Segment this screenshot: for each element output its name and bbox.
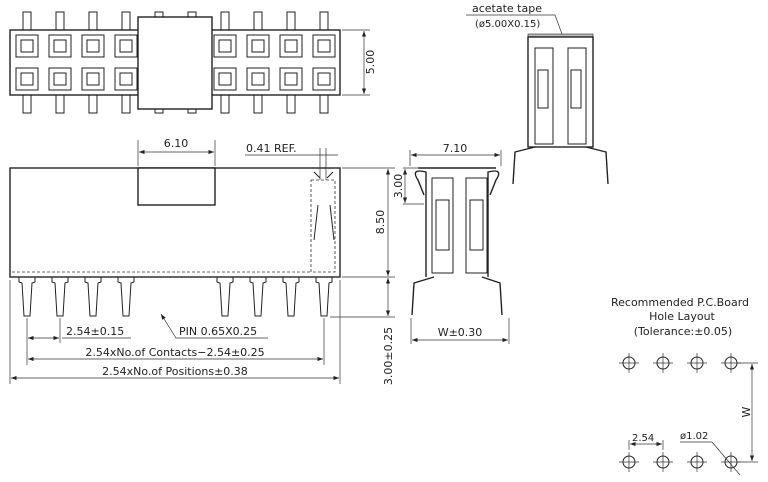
contact-cavity-inner bbox=[53, 39, 67, 53]
pin-top bbox=[121, 11, 131, 31]
pcb-hole-dim: ø1.02 bbox=[680, 431, 708, 442]
positions-dim-label: 2.54xNo.of Positions±0.38 bbox=[102, 365, 248, 378]
pin-top bbox=[319, 11, 329, 31]
contact-cavity bbox=[312, 67, 336, 91]
contact-cavity bbox=[15, 67, 39, 91]
contact-cavity bbox=[48, 34, 72, 58]
pcb-row-dim: W bbox=[740, 406, 753, 417]
contacts-dim-label: 2.54xNo.of Contacts−2.54±0.25 bbox=[85, 346, 264, 359]
contact-cavity bbox=[246, 34, 270, 58]
pcb-tolerance: (Tolerance:±0.05) bbox=[634, 325, 732, 338]
contact-cavity-inner bbox=[53, 72, 67, 86]
hole-centerline bbox=[653, 452, 673, 472]
front-view: 6.10 0.41 REF. 8.50 3.00±0.25 2.54±0.15 … bbox=[9, 137, 395, 385]
pin-top bbox=[55, 11, 65, 31]
hole-centerline bbox=[619, 452, 639, 472]
cap-dim-label: 3.00 bbox=[392, 174, 405, 199]
contact-cavity-inner bbox=[20, 39, 34, 53]
contact-cavity bbox=[81, 34, 105, 58]
pin bbox=[282, 277, 300, 317]
pin-bottom bbox=[253, 94, 263, 114]
side-view: 7.10 3.00 W±0.30 bbox=[392, 142, 510, 344]
pin bbox=[18, 277, 36, 317]
contact-cavity-inner bbox=[86, 39, 100, 53]
pin-top bbox=[220, 11, 230, 31]
pin-top bbox=[22, 11, 32, 31]
contact-cavity bbox=[279, 67, 303, 91]
hole-centerline bbox=[687, 452, 707, 472]
pin bbox=[117, 277, 135, 317]
tape-view: acetate tape (ø5.00X0.15) bbox=[466, 2, 609, 185]
contact-cavity-inner bbox=[86, 72, 100, 86]
pin bbox=[216, 277, 234, 317]
pin-callout-label: PIN 0.65X0.25 bbox=[179, 325, 257, 338]
contact-cavity bbox=[213, 34, 237, 58]
contact-cavity-inner bbox=[317, 72, 331, 86]
pin-bottom bbox=[121, 94, 131, 114]
contact-cavity bbox=[279, 34, 303, 58]
pin bbox=[249, 277, 267, 317]
pick-cap bbox=[137, 16, 213, 110]
hole-centerline bbox=[619, 353, 639, 373]
pin bbox=[51, 277, 69, 317]
window-dim-label: 6.10 bbox=[164, 137, 189, 150]
contact-cavity-inner bbox=[251, 72, 265, 86]
height-dim-label: 8.50 bbox=[374, 210, 387, 235]
contact-cavity-inner bbox=[317, 39, 331, 53]
tape-spec: (ø5.00X0.15) bbox=[475, 19, 540, 30]
contact-cavity bbox=[48, 67, 72, 91]
hole-centerline bbox=[687, 353, 707, 373]
pin-bottom bbox=[55, 94, 65, 114]
contact-cavity bbox=[114, 67, 138, 91]
contact-cavity-inner bbox=[218, 39, 232, 53]
pin-bottom bbox=[319, 94, 329, 114]
contact-cavity-inner bbox=[218, 72, 232, 86]
ref-dim-label: 0.41 REF. bbox=[246, 142, 297, 155]
hole-centerline bbox=[653, 353, 673, 373]
pin bbox=[315, 277, 333, 317]
pcb-pitch-dim: 2.54 bbox=[632, 433, 654, 444]
contact-cavity-inner bbox=[284, 72, 298, 86]
contact-cavity bbox=[114, 34, 138, 58]
contact-cavity bbox=[312, 34, 336, 58]
pin-top bbox=[88, 11, 98, 31]
contact-cavity-inner bbox=[119, 39, 133, 53]
contact-cavity bbox=[246, 67, 270, 91]
hole-centerline bbox=[721, 353, 741, 373]
top-view: 5.00 bbox=[9, 11, 377, 114]
tape-label: acetate tape bbox=[472, 2, 542, 15]
contact-cavity bbox=[213, 67, 237, 91]
pcb-title-line1: Recommended P.C.Board bbox=[611, 296, 749, 309]
contact-cavity-inner bbox=[119, 72, 133, 86]
pcb-hole-layout: Recommended P.C.Board Hole Layout (Toler… bbox=[611, 296, 758, 476]
pin-bottom bbox=[22, 94, 32, 114]
pin-top bbox=[286, 11, 296, 31]
pitch-dim-label: 2.54±0.15 bbox=[66, 325, 124, 338]
pin-bottom bbox=[220, 94, 230, 114]
pin-bottom bbox=[88, 94, 98, 114]
pin-bottom bbox=[286, 94, 296, 114]
pin bbox=[84, 277, 102, 317]
contact-cavity-inner bbox=[251, 39, 265, 53]
contact-cavity bbox=[81, 67, 105, 91]
pcb-title-line2: Hole Layout bbox=[649, 310, 715, 323]
contact-cavity bbox=[15, 34, 39, 58]
hole-centerline bbox=[721, 452, 741, 472]
contact-cavity-inner bbox=[20, 72, 34, 86]
width-dim-label: 7.10 bbox=[443, 142, 468, 155]
contact-cavity-inner bbox=[284, 39, 298, 53]
row-dim-label: W±0.30 bbox=[438, 326, 483, 339]
pin-top bbox=[253, 11, 263, 31]
height-dim-label: 5.00 bbox=[364, 50, 377, 75]
pin-length-dim-label: 3.00±0.25 bbox=[382, 327, 395, 385]
